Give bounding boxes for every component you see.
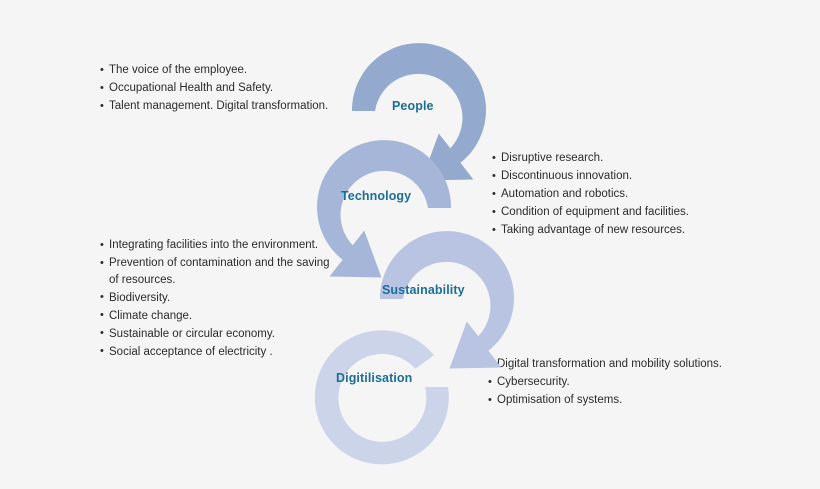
- ring-label-people: People: [392, 99, 434, 113]
- bullet-item: Disruptive research.: [492, 150, 689, 167]
- ring-arc-people: [351, 43, 486, 181]
- bullet-item: Optimisation of systems.: [488, 392, 722, 409]
- ring-label-digitilisation: Digitilisation: [336, 371, 413, 385]
- bullet-item: Talent management. Digital transformatio…: [100, 98, 328, 115]
- bullet-list-sustainability: Integrating facilities into the environm…: [100, 237, 335, 362]
- bullet-item: Discontinuous innovation.: [492, 168, 689, 185]
- bullet-item: Cybersecurity.: [488, 374, 722, 391]
- bullet-item: Social acceptance of electricity .: [100, 343, 335, 361]
- ring-label-technology: Technology: [341, 189, 412, 203]
- cycle-ring-technology: [309, 133, 459, 283]
- cycle-ring-sustainability: [372, 224, 522, 374]
- bullet-item: Biodiversity.: [100, 289, 335, 307]
- cycle-ring-people: [344, 36, 494, 186]
- ring-arc-sustainability: [379, 231, 514, 369]
- bullet-item: Integrating facilities into the environm…: [100, 237, 335, 254]
- bullet-list-technology: Disruptive research. Discontinuous innov…: [492, 150, 689, 240]
- ring-label-sustainability: Sustainability: [382, 283, 465, 297]
- bullet-item: Digital transformation and mobility solu…: [488, 356, 722, 373]
- ring-arc-technology: [317, 140, 452, 278]
- bullet-item: Prevention of contamination and the savi…: [100, 255, 335, 288]
- bullet-item: Sustainable or circular economy.: [100, 325, 335, 343]
- cycle-ring-digitilisation: [306, 312, 456, 465]
- bullet-item: Taking advantage of new resources.: [492, 222, 689, 239]
- bullet-list-people: The voice of the employee. Occupational …: [100, 62, 328, 116]
- bullet-item: Climate change.: [100, 307, 335, 325]
- bullet-item: Occupational Health and Safety.: [100, 80, 328, 97]
- bullet-item: Condition of equipment and facilities.: [492, 204, 689, 221]
- bullet-item: Automation and robotics.: [492, 186, 689, 203]
- bullet-list-digitilisation: Digital transformation and mobility solu…: [488, 356, 722, 410]
- ring-arc-digitilisation: [314, 330, 449, 465]
- bullet-item: The voice of the employee.: [100, 62, 328, 79]
